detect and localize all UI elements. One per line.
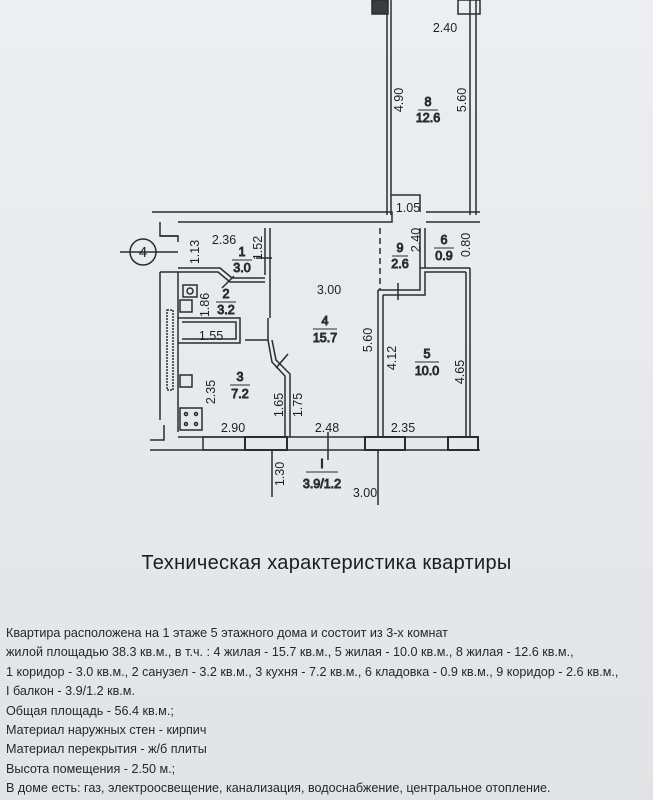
svg-text:5.60: 5.60 — [455, 88, 469, 112]
svg-text:5: 5 — [424, 347, 431, 361]
room-8: 812.6 — [415, 95, 440, 126]
svg-text:4.90: 4.90 — [392, 88, 406, 112]
room-3: 37.2 — [230, 370, 250, 402]
svg-text:1.13: 1.13 — [188, 240, 202, 264]
spec-line: I балкон - 3.9/1.2 кв.м. — [6, 684, 135, 699]
room-2: 23.2 — [216, 287, 236, 318]
spec-line: Материал наружных стен - кирпич — [6, 723, 207, 738]
spec-line: В доме есть: газ, электроосвещение, кана… — [6, 781, 551, 796]
svg-text:4.65: 4.65 — [453, 360, 467, 384]
svg-text:12.6: 12.6 — [416, 111, 440, 125]
spec-line: Материал перекрытия - ж/б плиты — [6, 742, 207, 757]
svg-text:15.7: 15.7 — [313, 331, 337, 345]
svg-text:9: 9 — [397, 241, 404, 255]
svg-text:1.55: 1.55 — [199, 329, 223, 343]
svg-text:3.00: 3.00 — [317, 283, 341, 297]
svg-text:4: 4 — [322, 314, 329, 328]
svg-text:3.9/1.2: 3.9/1.2 — [303, 477, 341, 491]
room-labels: 812.6 92.6 60.9 13.0 23.2 415.7 37.2 510… — [216, 95, 454, 492]
svg-text:3.0: 3.0 — [233, 261, 250, 275]
svg-text:1.75: 1.75 — [291, 393, 305, 417]
walls — [120, 0, 481, 505]
svg-text:6: 6 — [441, 233, 448, 247]
svg-text:2.40: 2.40 — [409, 228, 423, 252]
svg-text:3.00: 3.00 — [353, 486, 377, 500]
svg-text:2.35: 2.35 — [204, 380, 218, 404]
section-title: Техническая характеристика квартиры — [141, 552, 512, 574]
svg-text:2.40: 2.40 — [433, 21, 457, 35]
spec-line: Высота помещения - 2.50 м.; — [6, 761, 176, 776]
spec-line: Квартира расположена на 1 этаже 5 этажно… — [6, 626, 448, 640]
svg-text:2.36: 2.36 — [212, 233, 236, 247]
svg-text:1.65: 1.65 — [272, 393, 286, 417]
room-9: 92.6 — [391, 241, 409, 272]
svg-text:0.9: 0.9 — [435, 249, 452, 263]
svg-text:7.2: 7.2 — [231, 387, 248, 401]
spec-line: Общая площадь - 56.4 кв.м.; — [6, 703, 174, 718]
svg-text:2.6: 2.6 — [391, 257, 408, 271]
svg-text:3: 3 — [237, 370, 244, 384]
svg-text:2: 2 — [223, 287, 230, 301]
svg-text:0.80: 0.80 — [459, 233, 473, 257]
svg-text:8: 8 — [425, 95, 432, 109]
svg-text:10.0: 10.0 — [415, 364, 439, 378]
svg-text:2.35: 2.35 — [391, 421, 415, 435]
svg-text:1.52: 1.52 — [251, 236, 265, 260]
svg-text:2.48: 2.48 — [315, 421, 339, 435]
room-5: 510.0 — [414, 347, 439, 379]
balcony-I: I 3.9/1.2 — [302, 457, 341, 492]
dimensions: 2.40 4.90 5.60 1.05 2.40 0.80 1.13 2.36 … — [188, 21, 473, 500]
floor-plan: 4 812.6 92.6 60.9 13.0 23.2 415.7 37.2 5… — [120, 0, 481, 505]
apartment-specs: Квартира расположена на 1 этаже 5 этажно… — [6, 624, 618, 799]
svg-text:4.12: 4.12 — [385, 346, 399, 370]
svg-text:1.05: 1.05 — [396, 201, 420, 215]
svg-text:2.90: 2.90 — [221, 421, 245, 435]
svg-text:1.86: 1.86 — [198, 293, 212, 317]
svg-text:I: I — [320, 457, 323, 471]
room-4: 415.7 — [312, 314, 337, 346]
spec-line: 1 коридор - 3.0 кв.м., 2 санузел - 3.2 к… — [6, 664, 619, 679]
svg-text:4: 4 — [139, 244, 147, 261]
spec-line: жилой площадью 38.3 кв.м., в т.ч. : 4 жи… — [6, 645, 574, 660]
room-1: 13.0 — [232, 245, 252, 276]
svg-text:1.30: 1.30 — [273, 462, 287, 486]
svg-text:5.60: 5.60 — [361, 328, 375, 352]
axis-marker: 4 — [129, 238, 157, 266]
svg-text:1: 1 — [239, 245, 246, 259]
svg-text:3.2: 3.2 — [217, 303, 234, 317]
room-6: 60.9 — [434, 233, 454, 264]
